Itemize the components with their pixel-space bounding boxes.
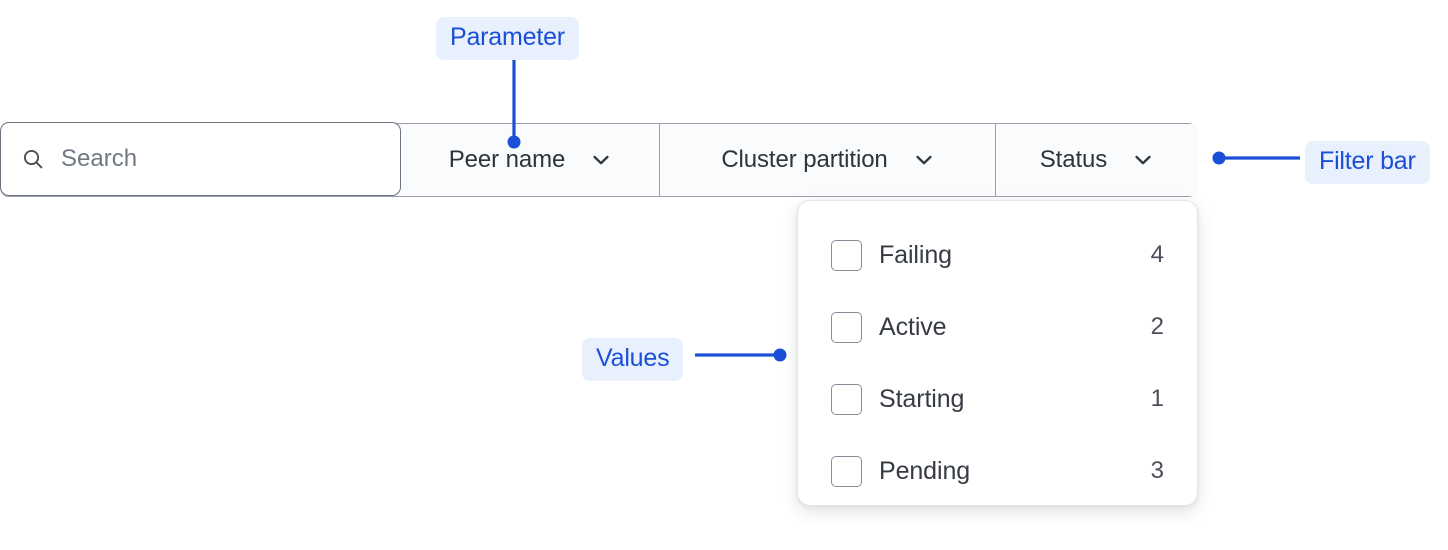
filter-segment-cluster-partition[interactable]: Cluster partition <box>660 124 996 196</box>
annotation-label-filter-bar: Filter bar <box>1305 141 1430 184</box>
option-count: 4 <box>1150 241 1164 268</box>
option-count: 2 <box>1150 313 1164 340</box>
checkbox[interactable] <box>831 239 862 271</box>
filter-bar: Peer name Cluster partition Status <box>0 122 1197 197</box>
annotation-label-values: Values <box>582 338 684 381</box>
option-count: 3 <box>1150 457 1164 484</box>
filter-segment-label: Cluster partition <box>721 146 888 173</box>
annotation-label-parameter: Parameter <box>436 17 579 60</box>
checkbox[interactable] <box>831 311 862 343</box>
filter-segment-label: Peer name <box>448 146 566 173</box>
chevron-down-icon <box>916 155 932 165</box>
search-field[interactable] <box>0 122 401 197</box>
option-count: 1 <box>1150 385 1164 412</box>
filter-segment-label: Status <box>1039 146 1108 173</box>
checkbox[interactable] <box>831 455 862 487</box>
chevron-down-icon <box>1135 155 1151 165</box>
status-filter-dropdown: Failing 4 Active 2 Starting 1 Pending 3 <box>797 200 1198 506</box>
search-icon <box>23 150 43 169</box>
option-label: Starting <box>879 384 965 413</box>
chevron-down-icon <box>593 155 609 165</box>
option-label: Active <box>879 312 947 341</box>
search-input[interactable] <box>61 143 400 176</box>
checkbox[interactable] <box>831 383 862 415</box>
filter-segment-status[interactable]: Status <box>996 124 1197 196</box>
option-label: Pending <box>879 456 971 485</box>
dropdown-option-starting[interactable]: Starting 1 <box>798 363 1197 435</box>
dropdown-option-pending[interactable]: Pending 3 <box>798 435 1197 507</box>
connector-dot-filter-bar <box>1212 151 1226 165</box>
dropdown-option-failing[interactable]: Failing 4 <box>798 219 1197 291</box>
option-label: Failing <box>879 240 952 269</box>
filter-segment-peer-name[interactable]: Peer name <box>401 124 660 196</box>
connector-dot-values <box>773 348 787 362</box>
dropdown-option-active[interactable]: Active 2 <box>798 291 1197 363</box>
